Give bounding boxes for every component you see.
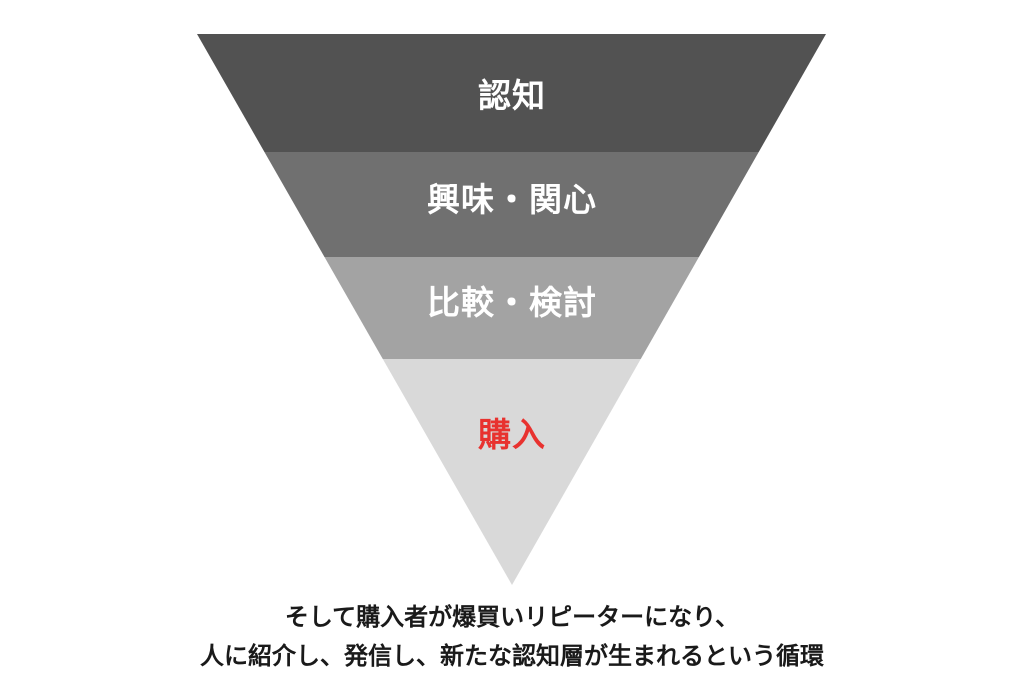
funnel-diagram [197,34,826,585]
stage-band-purchase [197,359,826,585]
stage-band-awareness [197,34,826,152]
stage-label-purchase: 購入 [478,415,546,454]
caption-line-1: そして購入者が爆買いリピーターになり、 [284,603,740,631]
stage-label-awareness: 認知 [478,76,546,115]
stage-label-consideration: 比較・検討 [427,283,597,322]
caption-line-2: 人に紹介し、発信し、新たな認知層が生まれるという循環 [200,642,824,670]
stage-label-interest: 興味・関心 [427,180,597,219]
